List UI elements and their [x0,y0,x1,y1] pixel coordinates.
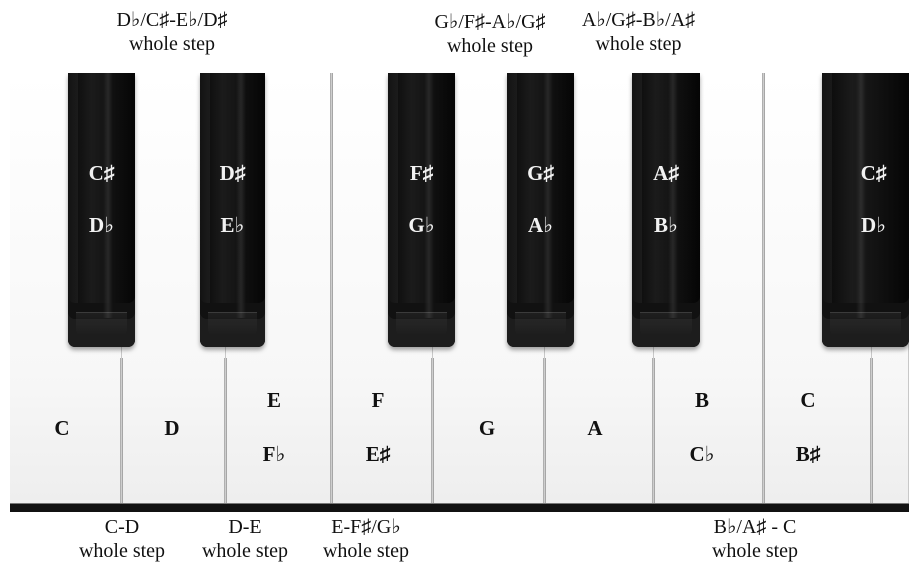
caption-bb-c: B♭/A♯ - C whole step [665,515,845,563]
black-key-label-as: A♯ [653,161,679,185]
caption-gb-ab: G♭/F♯-A♭/G♯ whole step [420,10,560,58]
key-gap [224,358,227,503]
black-key-label-gb: G♭ [408,213,435,237]
white-key-label-e-bottom: F♭ [262,442,286,466]
caption-ab-bb-step: whole step [595,33,682,55]
white-key-label-b-bottom: C♭ [689,442,715,466]
caption-ab-bb: A♭/G♯-B♭/A♯ whole step [566,8,711,56]
white-key-label-c: C [54,416,70,440]
piano-keyboard: C D E F♭ F E♯ G A B C♭ C B♯ C♯ D♭ D♯ E♭ … [10,73,909,508]
key-gap [652,358,655,503]
black-key-gs-ab[interactable]: G♯ A♭ [507,73,574,347]
white-key-label-d: D [164,416,180,440]
key-gap [120,358,123,503]
black-key-cs-db[interactable]: C♯ D♭ [68,73,135,347]
key-gap [762,358,765,503]
caption-gb-ab-step: whole step [446,35,534,57]
white-key-label-f-top: F [371,388,385,412]
black-key-label-eb: E♭ [220,213,245,237]
caption-gb-ab-notes: G♭/F♯-A♭/G♯ [434,11,546,33]
black-key-label-db-high: D♭ [860,213,887,237]
caption-ab-bb-notes: A♭/G♯-B♭/A♯ [581,9,696,31]
key-gap [431,358,434,503]
caption-c-d: C-D whole step [62,515,182,563]
caption-e-fs-step: whole step [322,540,410,562]
keyboard-base [10,503,909,512]
black-key-label-db: D♭ [88,213,115,237]
black-key-label-bb: B♭ [654,213,678,237]
white-key-label-a: A [587,416,603,440]
caption-db-eb-step: whole step [128,33,216,55]
black-key-ds-eb[interactable]: D♯ E♭ [200,73,265,347]
caption-e-fs-notes: E-F♯/G♭ [331,516,401,538]
black-key-label-ds: D♯ [219,161,246,185]
black-key-label-fs: F♯ [409,161,434,185]
black-key-cs-db-high[interactable]: C♯ D♭ [822,73,909,347]
white-key-label-c-high-bottom: B♯ [795,442,821,466]
black-key-as-bb[interactable]: A♯ B♭ [632,73,700,347]
white-key-label-f-bottom: E♯ [365,442,391,466]
key-gap [330,73,333,358]
caption-e-fs: E-F♯/G♭ whole step [306,515,426,563]
white-key-label-c-high-top: C [800,388,816,412]
key-gap [330,358,333,503]
white-key-label-b-top: B [694,388,709,412]
black-key-fs-gb[interactable]: F♯ G♭ [388,73,455,347]
key-gap [543,358,546,503]
black-key-label-cs-high: C♯ [860,161,887,185]
white-key-label-g: G [478,416,496,440]
caption-bb-c-step: whole step [711,540,799,562]
black-key-label-gs: G♯ [527,161,554,185]
caption-db-eb-notes: D♭/C♯-E♭/D♯ [116,9,228,31]
caption-c-d-notes: C-D [104,516,140,538]
caption-bb-c-notes: B♭/A♯ - C [713,516,797,538]
caption-d-e-step: whole step [201,540,289,562]
caption-db-eb: D♭/C♯-E♭/D♯ whole step [92,8,252,56]
key-gap [870,358,873,503]
black-key-label-cs: C♯ [88,161,115,185]
caption-d-e: D-E whole step [185,515,305,563]
black-key-label-ab: A♭ [527,213,554,237]
key-gap [762,73,765,358]
caption-c-d-step: whole step [78,540,166,562]
caption-d-e-notes: D-E [228,516,262,538]
white-key-label-e-top: E [266,388,281,412]
